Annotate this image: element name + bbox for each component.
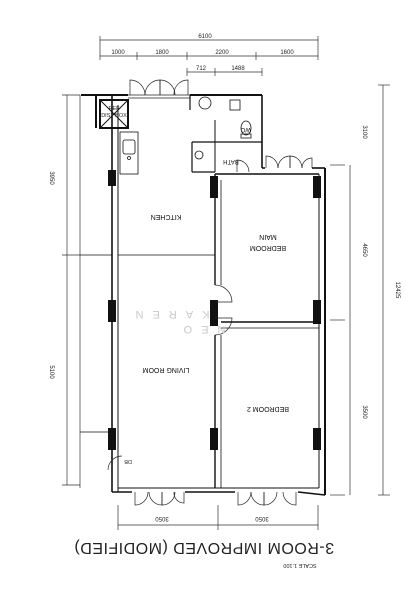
structural-columns bbox=[108, 170, 321, 450]
dim-left-1: 3950 bbox=[48, 171, 54, 185]
watermark-line-1: KAREN bbox=[127, 308, 210, 320]
dist-box-label: DIST BOX bbox=[101, 113, 127, 119]
dim-top-3: 2200 bbox=[215, 50, 229, 56]
kitchen-label: KITCHEN bbox=[151, 213, 182, 220]
dim-top-2: 1800 bbox=[155, 50, 169, 56]
wc-toilet bbox=[192, 96, 252, 160]
dim-right-1: 3100 bbox=[361, 125, 367, 139]
scale-label: SCALE 1:100 bbox=[283, 562, 316, 568]
dim-right-3: 3500 bbox=[361, 405, 367, 419]
bottom-dimensions bbox=[117, 505, 319, 530]
plan-title: 3-ROOM IMPROVED (MODIFIED) bbox=[74, 539, 334, 556]
wc-label: WC bbox=[240, 126, 251, 132]
living-room-label: LIVING ROOM bbox=[143, 366, 190, 373]
kitchen-sink bbox=[119, 131, 139, 175]
watermark-line-2: NEO bbox=[175, 323, 226, 335]
main-bedroom-label-2: BEDROOM bbox=[250, 244, 286, 251]
dim-right-total: 12425 bbox=[394, 282, 400, 299]
left-dimensions bbox=[62, 94, 80, 486]
dim-top-total: 6100 bbox=[198, 34, 212, 40]
dim-bottom-2: 3050 bbox=[255, 515, 269, 521]
bedroom-2-label: BEDROOM 2 bbox=[247, 405, 289, 412]
ref-label: REF bbox=[109, 106, 121, 112]
main-bedroom-label-1: MAIN bbox=[259, 233, 277, 240]
dim-left-2: 5100 bbox=[48, 365, 54, 379]
walls bbox=[79, 94, 326, 496]
dim-right-2: 4650 bbox=[361, 243, 367, 257]
dim-top-1: 1000 bbox=[111, 50, 125, 56]
doors bbox=[107, 79, 313, 506]
db-label: DB bbox=[124, 458, 132, 464]
dim-top-5: 1488 bbox=[231, 66, 245, 72]
refuse-chute bbox=[95, 95, 129, 129]
right-dimensions bbox=[330, 84, 390, 496]
dim-top-4: 1600 bbox=[280, 50, 294, 56]
bath-label: BATH bbox=[223, 158, 239, 164]
dim-bottom-1: 3050 bbox=[155, 515, 169, 521]
dim-top-6: 712 bbox=[196, 66, 207, 72]
top-dimensions bbox=[99, 36, 319, 76]
